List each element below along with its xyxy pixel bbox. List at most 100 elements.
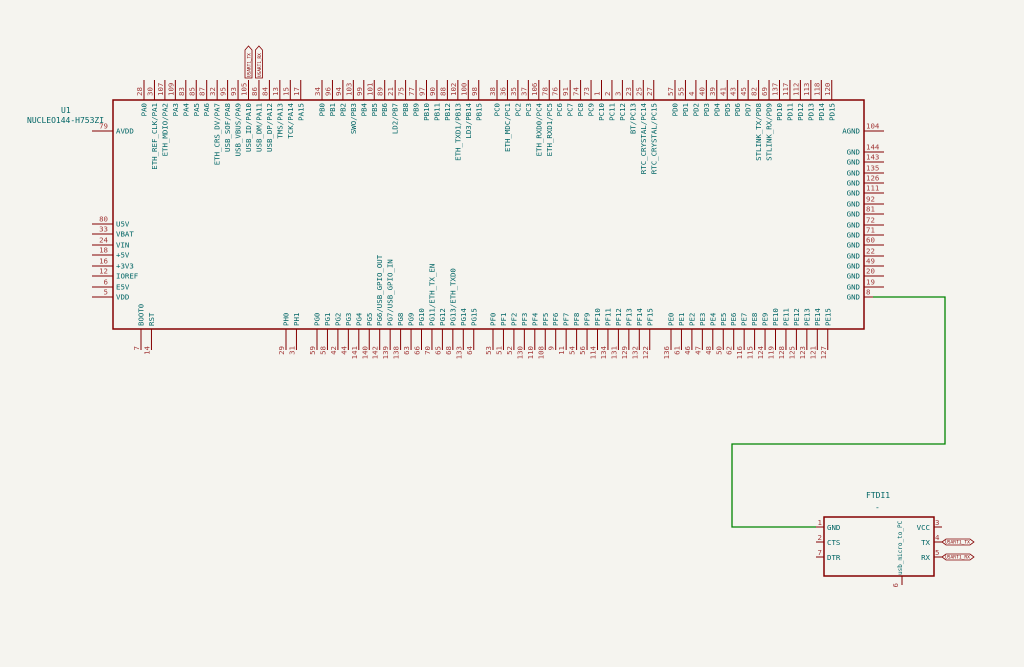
pin-number: 38: [488, 87, 497, 96]
pin-name: PG2: [333, 313, 342, 326]
pin-name: PE4: [708, 312, 717, 326]
pin-number: 15: [281, 87, 290, 96]
pin-name: ETH_RXD1/PC5: [545, 103, 554, 156]
pin-number: 61: [672, 346, 681, 355]
pin-number: 124: [756, 345, 765, 359]
pin-number: 105: [240, 83, 249, 96]
pin-name: STLINK_RX/PD9: [765, 103, 774, 161]
pin-number: 120: [823, 83, 832, 96]
pin-name: ETH_RXD0/PC4: [534, 102, 543, 156]
pin-number: 44: [339, 345, 348, 354]
pin-name: RX: [921, 553, 930, 562]
pin-name: PB8: [401, 103, 410, 116]
pin-number: 132: [630, 346, 639, 359]
pin-number: 106: [530, 83, 539, 96]
pin-name: PG8: [396, 313, 405, 326]
pin-name: VCC: [917, 523, 930, 532]
pin-number: 43: [729, 87, 738, 96]
u1-right-pins: 104AGND144GND143GND135GND126GND111GND92G…: [842, 122, 884, 302]
pin-number: 7: [132, 346, 141, 350]
pin-name: PG10: [417, 308, 426, 326]
pin-number: 86: [250, 87, 259, 96]
gnd-wire[interactable]: [731, 296, 946, 528]
pin-name: GND: [847, 252, 860, 261]
pin-name: PC6: [555, 103, 564, 116]
pin-name: PC11: [607, 103, 616, 121]
pin-name: PD4: [712, 102, 721, 116]
pin-number: 51: [494, 346, 503, 355]
pin-number: 27: [645, 87, 654, 96]
pin-number: 113: [802, 83, 811, 96]
pin-number: 2: [818, 533, 822, 542]
pin-number: 33: [99, 225, 108, 234]
pin-number: 85: [187, 87, 196, 96]
pin-name: PB1: [328, 103, 337, 116]
pin-number: 36: [498, 87, 507, 96]
pin-number: 28: [135, 87, 144, 96]
pin-name: CTS: [827, 538, 840, 547]
pin-number: 89: [376, 87, 385, 96]
pin-name: RTC_CRYSTAL/PC15: [649, 103, 658, 174]
pin-name: PF13: [624, 308, 633, 326]
pin-number: 50: [714, 346, 723, 355]
net-label-text: USART1_RX: [945, 555, 970, 561]
pin-name: PD10: [775, 103, 784, 121]
pin-number: 112: [791, 83, 800, 96]
pin-name: ETH_TXD1/PB13: [453, 103, 462, 161]
pin-number: 19: [866, 278, 875, 287]
pin-name: PG6/USB_GPIO_OUT: [375, 254, 384, 326]
pin-number: 35: [509, 87, 518, 96]
pin-name: PB2: [338, 103, 347, 116]
pin-name: PF3: [520, 313, 529, 326]
pin-number: 111: [866, 184, 879, 193]
pin-number: 93: [229, 87, 238, 96]
pin-name: PB10: [422, 103, 431, 121]
net-label-flag: [941, 553, 975, 561]
net-label-flag: [941, 538, 975, 546]
pin-name: PE14: [813, 308, 822, 326]
ftdi-value: -: [875, 503, 880, 512]
pin-number: 96: [323, 87, 332, 96]
pin-name: GND: [847, 148, 860, 157]
pin-number: 4: [935, 533, 940, 542]
pin-number: 55: [676, 87, 685, 96]
pin-name: RTC_CRYSTAL/PC14: [639, 102, 648, 174]
pin-number: 3: [613, 92, 622, 96]
pin-name: PE8: [750, 313, 759, 326]
pin-number: 78: [540, 87, 549, 96]
pin-name: GND: [847, 179, 860, 188]
pin-number: 74: [572, 87, 581, 96]
pin-number: 87: [198, 87, 207, 96]
pin-name: GND: [847, 169, 860, 178]
pin-number: 88: [438, 87, 447, 96]
pin-name: PG0: [313, 313, 322, 326]
pin-number: 8: [866, 288, 870, 297]
pin-number: 100: [459, 83, 468, 96]
pin-name: PB0: [318, 103, 327, 116]
pin-number: 83: [177, 87, 186, 96]
pin-name: DTR: [827, 553, 841, 562]
pin-name: BOOT0: [137, 304, 146, 326]
pin-name: ETH_REF_CLK/PA1: [150, 103, 159, 170]
pin-number: 5: [104, 288, 108, 297]
pin-name: GND: [847, 210, 860, 219]
pin-name: PF2: [509, 313, 518, 326]
pin-name: PA15: [296, 103, 305, 121]
pin-name: PH0: [282, 313, 291, 326]
pin-number: 70: [423, 346, 432, 355]
pin-name: USB_ID/PA10: [244, 103, 253, 152]
pin-number: 49: [866, 257, 875, 266]
pin-number: 129: [620, 346, 629, 359]
pin-name: PE11: [781, 308, 790, 326]
pin-number: 103: [344, 83, 353, 96]
pin-name: PF14: [635, 308, 644, 326]
net-label-text: USART1_TX: [945, 540, 970, 546]
pin-number: 53: [484, 346, 493, 355]
pin-number: 77: [407, 87, 416, 96]
pin-number: 69: [760, 87, 769, 96]
pin-name: PE1: [677, 313, 686, 326]
pin-name: PA0: [140, 103, 149, 116]
pin-name: PE10: [771, 308, 780, 326]
